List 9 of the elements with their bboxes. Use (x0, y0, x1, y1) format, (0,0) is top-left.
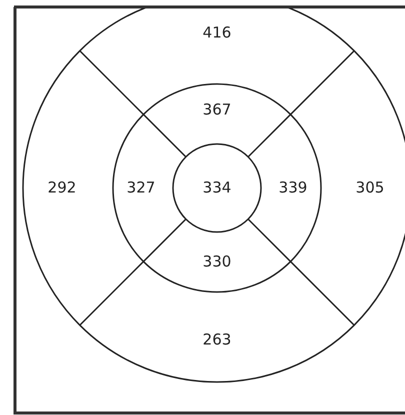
thickness-value: 263 (202, 332, 232, 348)
thickness-value: 416 (202, 26, 232, 40)
thickness-value: 334 (202, 180, 232, 196)
thickness-value: 327 (126, 180, 156, 196)
thickness-value: 330 (202, 254, 232, 270)
thickness-value: 339 (278, 180, 308, 196)
thickness-value: 292 (48, 180, 76, 196)
thickness-value: 367 (202, 102, 232, 118)
thickness-value: 305 (356, 180, 384, 196)
